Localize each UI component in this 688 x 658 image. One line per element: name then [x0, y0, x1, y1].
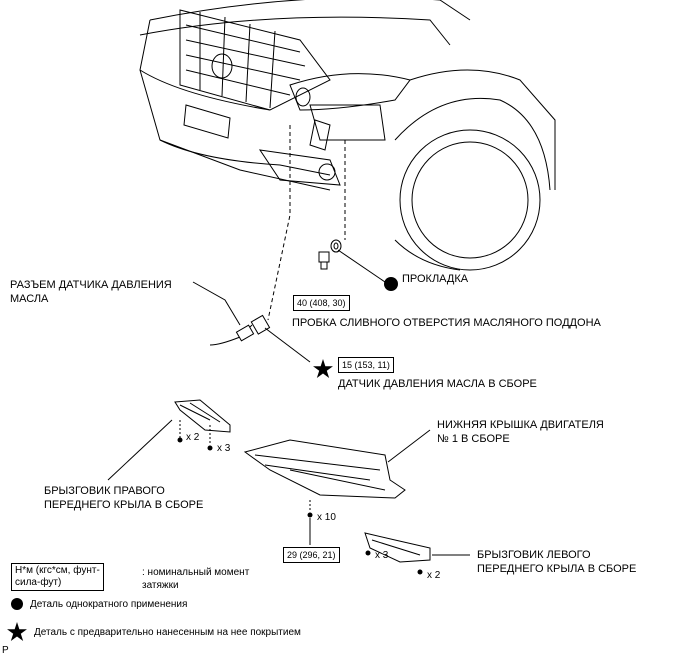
drain-plug-torque: 40 (408, 30) [293, 295, 350, 311]
precoated-mark [313, 359, 333, 378]
under-cover-torque: 29 (296, 21) [283, 547, 340, 563]
qty-left-x3: x 3 [375, 550, 389, 561]
sensor-leader [267, 125, 291, 321]
gasket-label: ПРОКЛАДКА [402, 273, 469, 285]
sensor-torque: 15 (153, 11) [338, 357, 394, 373]
qty-left-x2: x 2 [427, 570, 441, 581]
qty-right-x3: x 3 [217, 443, 231, 454]
legend-circle-icon [11, 598, 23, 610]
grille [179, 9, 331, 111]
legend-non-reusable: Деталь однократного применения [30, 599, 188, 610]
hood-line [149, 0, 471, 21]
figure-ref: P [2, 645, 9, 656]
legend-star-icon [7, 622, 27, 641]
right-mudguard-label: БРЫЗГОВИК ПРАВОГО ПЕРЕДНЕГО КРЫЛА В СБОР… [44, 485, 204, 511]
qty-cover-x10: x 10 [317, 512, 336, 523]
front-wheel [399, 129, 541, 271]
qty-right-x2: x 2 [186, 432, 200, 443]
legend-precoated: Деталь с предварительно нанесенным на не… [34, 627, 301, 638]
license-plate [183, 104, 231, 139]
engine-under-cover-part [243, 439, 406, 499]
non-reusable-mark [384, 277, 398, 291]
sensor-label: ДАТЧИК ДАВЛЕНИЯ МАСЛА В СБОРЕ [338, 378, 537, 390]
under-cover-label: НИЖНЯЯ КРЫШКА ДВИГАТЕЛЯ № 1 В СБОРЕ [437, 419, 604, 445]
oil-pressure-connector-label: РАЗЪЕМ ДАТЧИКА ДАВЛЕНИЯ МАСЛА [10, 279, 172, 305]
emblem [211, 53, 233, 79]
legend-torque-units: Н*м (кгс*см, фунт- сила-фут) [11, 563, 104, 591]
legend-torque-desc: : номинальный момент затяжки [142, 567, 250, 591]
drain-plug-label: ПРОБКА СЛИВНОГО ОТВЕРСТИЯ МАСЛЯНОГО ПОДД… [292, 317, 601, 329]
left-mudguard-label: БРЫЗГОВИК ЛЕВОГО ПЕРЕДНЕГО КРЫЛА В СБОРЕ [477, 549, 637, 575]
